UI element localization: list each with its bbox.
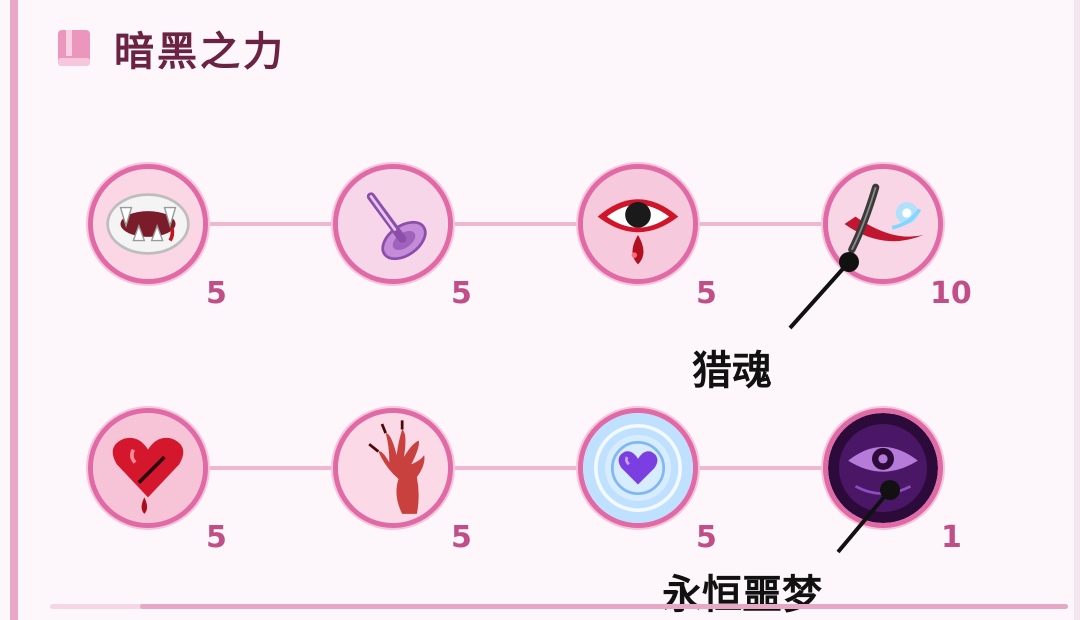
talent-connector — [453, 466, 583, 470]
talent-node-dark-eye[interactable] — [823, 408, 943, 528]
talent-connector — [208, 466, 338, 470]
talent-level: 5 — [696, 520, 717, 555]
talent-level: 5 — [206, 520, 227, 555]
section-title: 暗黑之力 — [114, 29, 286, 75]
purple-pin-icon — [338, 169, 448, 279]
talent-node-purple-heart[interactable] — [578, 408, 698, 528]
talent-level: 10 — [930, 276, 972, 311]
talent-connector — [453, 222, 583, 226]
claw-hand-icon — [338, 413, 448, 523]
section-accent-bar — [10, 0, 18, 620]
talent-label-soul-scythe: 猎魂 — [692, 348, 772, 394]
dark-eye-icon — [828, 413, 938, 523]
talent-node-claw-hand[interactable] — [333, 408, 453, 528]
horizontal-scroll-thumb[interactable] — [140, 604, 1068, 609]
talent-level: 5 — [451, 276, 472, 311]
book-icon — [56, 28, 92, 68]
section-header: 暗黑之力 — [56, 22, 286, 75]
talent-connector — [698, 222, 828, 226]
bleeding-heart-icon — [93, 413, 203, 523]
talent-node-soul-scythe[interactable] — [823, 164, 943, 284]
talent-level: 1 — [941, 520, 962, 555]
fangs-icon — [93, 169, 203, 279]
talent-label-dark-eye: 永恒噩梦 — [662, 572, 822, 618]
talent-level: 5 — [696, 276, 717, 311]
bleeding-eye-icon — [583, 169, 693, 279]
talent-level: 5 — [451, 520, 472, 555]
purple-heart-icon — [583, 413, 693, 523]
soul-scythe-icon — [828, 169, 938, 279]
talent-node-purple-pin[interactable] — [333, 164, 453, 284]
talent-node-fangs[interactable] — [88, 164, 208, 284]
talent-connector — [208, 222, 338, 226]
talent-node-bleeding-heart[interactable] — [88, 408, 208, 528]
talent-level: 5 — [206, 276, 227, 311]
talent-node-bleeding-eye[interactable] — [578, 164, 698, 284]
panel-edge — [1074, 0, 1080, 620]
talent-connector — [698, 466, 828, 470]
